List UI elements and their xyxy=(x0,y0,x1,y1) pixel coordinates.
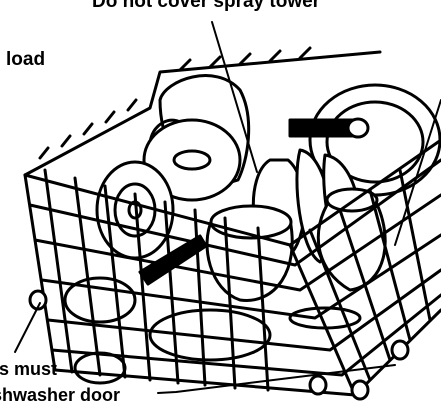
bottom-items xyxy=(65,278,360,383)
label-load: load xyxy=(6,50,45,69)
label-caster-note-line2: shwasher door xyxy=(0,386,120,404)
label-caster-note-line1: rs must xyxy=(0,360,57,378)
label-spray-tower-warning: Do not cover spray tower xyxy=(92,0,320,11)
leader-line-caster-left xyxy=(15,303,40,352)
